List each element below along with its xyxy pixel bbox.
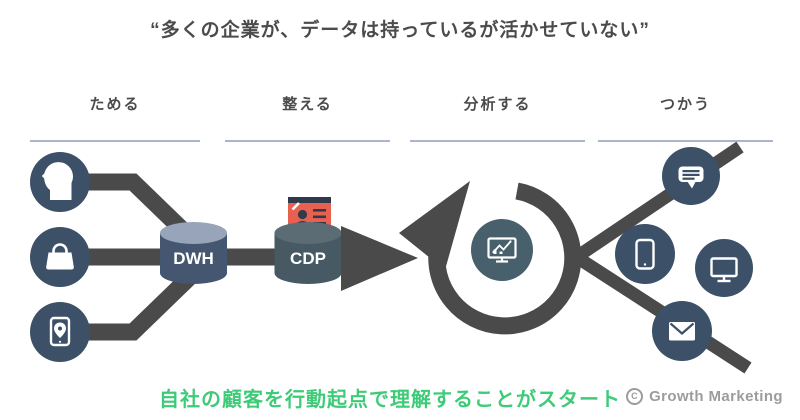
source-node-mobile bbox=[30, 302, 90, 362]
source-node-purchase bbox=[30, 227, 90, 287]
stage-header-use: つかう bbox=[659, 96, 711, 113]
channel-node-smartphone bbox=[615, 224, 675, 284]
source-node-customer bbox=[30, 152, 90, 212]
copyright-icon: C bbox=[626, 388, 644, 405]
mobile-location-icon bbox=[49, 316, 71, 347]
smartphone-icon bbox=[635, 238, 655, 270]
channel-node-mail bbox=[652, 301, 712, 361]
mail-icon bbox=[669, 322, 695, 341]
stage-underline bbox=[225, 140, 390, 142]
credit: C Growth Marketing bbox=[626, 388, 783, 405]
stage-header-store: ためる bbox=[89, 96, 141, 113]
cdp-to-analysis-arrow bbox=[341, 226, 418, 291]
channel-node-desktop bbox=[695, 239, 753, 297]
stage-underline bbox=[598, 140, 773, 142]
analysis-node bbox=[471, 219, 533, 281]
credit-text: Growth Marketing bbox=[649, 388, 783, 405]
dwh-cylinder: DWH bbox=[160, 222, 227, 284]
cdp-cylinder: CDP bbox=[274, 222, 342, 284]
footer-message: 自社の顧客を行動起点で理解することがスタート bbox=[159, 389, 621, 411]
chat-message-icon bbox=[678, 166, 704, 189]
person-profile-icon bbox=[41, 162, 74, 200]
shopping-bag-icon bbox=[46, 243, 74, 270]
channel-node-chat bbox=[662, 147, 720, 205]
analysis-cycle-arrow bbox=[399, 181, 582, 335]
analytics-monitor-icon bbox=[487, 237, 517, 263]
stage-underline bbox=[30, 140, 200, 142]
stage-header-analyze: 分析する bbox=[463, 96, 532, 113]
stage-underline bbox=[410, 140, 585, 142]
dwh-label: DWH bbox=[173, 249, 214, 268]
desktop-monitor-icon bbox=[710, 257, 738, 283]
slide-title: “多くの企業が、データは持っているが活かせていない” bbox=[150, 20, 650, 41]
stage-header-prepare: 整える bbox=[282, 96, 333, 113]
cdp-label: CDP bbox=[290, 249, 326, 268]
